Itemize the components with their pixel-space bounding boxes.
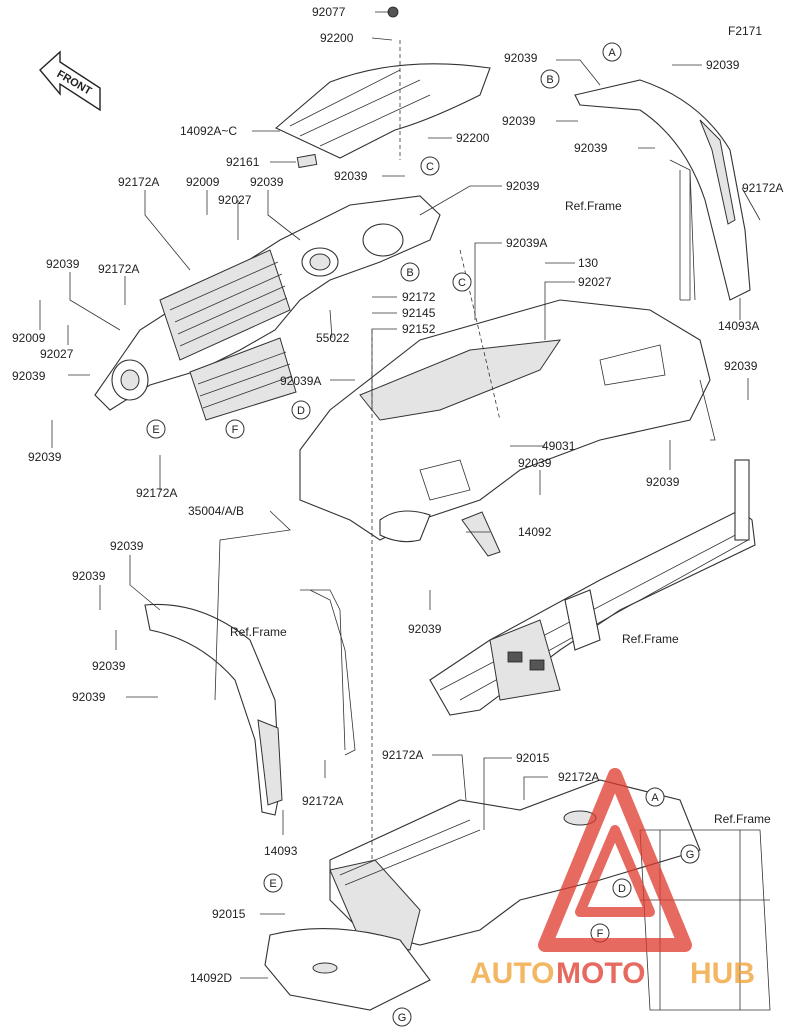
label-55022: 55022 [316, 331, 350, 345]
label-92200-top: 92200 [320, 31, 354, 45]
label-35004: 35004/A/B [188, 504, 244, 518]
label-92039-d: 92039 [46, 257, 80, 271]
front-dash-panel-part [94, 195, 441, 421]
label-92039-tr2: 92039 [706, 58, 740, 72]
label-14092: 14092 [518, 525, 552, 539]
watermark-text-moto: MOTO [556, 957, 645, 990]
label-ref-frame-4: Ref.Frame [714, 812, 771, 826]
callout-b-top: B [546, 74, 553, 86]
label-92039-tr1: 92039 [504, 51, 538, 65]
callout-a-top: A [608, 47, 616, 59]
floor-panel-part [264, 779, 771, 1011]
label-92039-f: 92039 [28, 450, 62, 464]
label-92039-mr: 92039 [646, 475, 680, 489]
label-92172a-tr: 92172A [742, 181, 783, 195]
label-92039-ctr: 92039 [408, 622, 442, 636]
callout-c-top: C [426, 161, 434, 173]
front-direction-arrow: FRONT [39, 50, 101, 112]
label-92027-b: 92027 [40, 347, 74, 361]
label-92172a-a: 92172A [118, 175, 159, 189]
label-92015-b: 92015 [212, 907, 246, 921]
callout-f-top: F [232, 424, 239, 436]
label-92161: 92161 [226, 155, 260, 169]
label-92009-a: 92009 [186, 175, 220, 189]
watermark-text-auto: AUTO [470, 957, 554, 990]
label-ref-frame-3: Ref.Frame [622, 632, 679, 646]
main-dashboard-part [299, 299, 716, 557]
label-92172a-bm: 92172A [382, 748, 423, 762]
label-92200-mid: 92200 [456, 131, 490, 145]
label-92077: 92077 [312, 5, 346, 19]
callout-b-mid: B [406, 267, 413, 279]
label-49031: 49031 [542, 439, 576, 453]
callout-f-bottom: F [597, 928, 604, 940]
label-14093: 14093 [264, 844, 298, 858]
label-92039-m: 92039 [518, 456, 552, 470]
label-92039-b: 92039 [506, 179, 540, 193]
label-92039-a: 92039 [334, 169, 368, 183]
label-92172a-c: 92172A [136, 486, 177, 500]
label-92039a-a: 92039A [280, 374, 321, 388]
label-92015-bm: 92015 [516, 751, 550, 765]
right-fender-part [574, 79, 751, 301]
label-92039-bl3: 92039 [92, 659, 126, 673]
label-92039-c: 92039 [250, 175, 284, 189]
label-92039-tr3: 92039 [502, 114, 536, 128]
label-92172: 92172 [402, 290, 436, 304]
label-92152: 92152 [402, 322, 436, 336]
label-14092a-c: 14092A~C [180, 124, 237, 138]
ref-frame-uprights [300, 159, 691, 751]
callout-d-left: D [297, 405, 305, 417]
callout-e-bottom: E [269, 878, 276, 890]
label-92039-bl1: 92039 [110, 539, 144, 553]
diagram-id: F2171 [728, 24, 762, 38]
callout-g-bottom: G [398, 1012, 407, 1024]
label-92172a-b: 92172A [98, 262, 139, 276]
leader-lines [39, 11, 761, 979]
callout-c-mid: C [458, 277, 466, 289]
label-92039-bl4: 92039 [72, 690, 106, 704]
label-92172a-br: 92172A [558, 770, 599, 784]
label-92027-a: 92027 [218, 193, 252, 207]
watermark-text-hub: HUB [690, 957, 755, 990]
label-92009-b: 92009 [12, 331, 46, 345]
label-92039-e: 92039 [12, 369, 46, 383]
label-14093a: 14093A [718, 319, 759, 333]
part-number-labels: 92077 92200 14092A~C 92200 92161 92039 9… [12, 5, 783, 985]
label-14092d: 14092D [190, 971, 232, 985]
label-ref-frame-2: Ref.Frame [230, 625, 287, 639]
left-fender-part [144, 589, 356, 816]
watermark-triangle-outer [538, 768, 692, 952]
automotohub-watermark: AUTO MOTO HUB [470, 768, 755, 990]
top-cover-part [274, 6, 491, 169]
label-92039-bl2: 92039 [72, 569, 106, 583]
callout-markers: A A B B C C D D E E F F G G [146, 42, 700, 1027]
callout-e-top: E [152, 424, 159, 436]
label-92039-tr4: 92039 [574, 141, 608, 155]
watermark-triangle-inner [575, 825, 655, 917]
label-92027-c: 92027 [578, 275, 612, 289]
label-130: 130 [578, 256, 598, 270]
label-92172a-bl: 92172A [302, 794, 343, 808]
label-92145: 92145 [402, 306, 436, 320]
callout-d-right: D [618, 883, 626, 895]
label-92039-r: 92039 [724, 359, 758, 373]
callout-g-right: G [686, 849, 695, 861]
callout-a-bottom: A [651, 792, 659, 804]
chassis-frame-part [429, 459, 756, 716]
label-92039a-b: 92039A [506, 236, 547, 250]
label-ref-frame-1: Ref.Frame [565, 199, 622, 213]
